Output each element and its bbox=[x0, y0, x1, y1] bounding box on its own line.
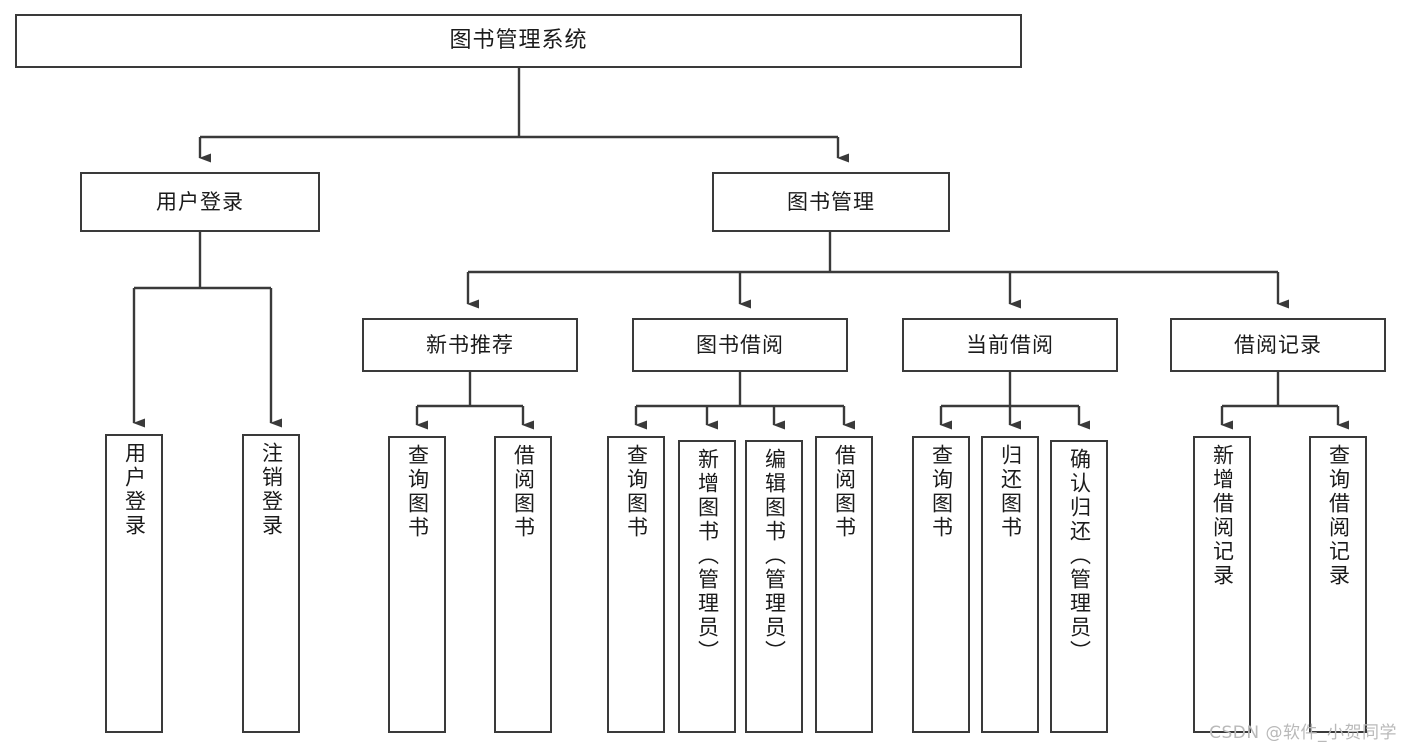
node-user-login[interactable]: 用户登录 bbox=[80, 172, 320, 232]
node-label: 新书推荐 bbox=[426, 332, 514, 357]
node-book-management[interactable]: 图书管理 bbox=[712, 172, 950, 232]
leaf-user-logout[interactable]: 注销登录 bbox=[242, 434, 300, 733]
node-label: 查询借阅记录 bbox=[1326, 444, 1351, 588]
node-label: 用户登录 bbox=[122, 442, 147, 538]
node-current-borrow[interactable]: 当前借阅 bbox=[902, 318, 1118, 372]
node-label: 借阅图书 bbox=[511, 444, 536, 540]
node-label: 图书管理 bbox=[787, 189, 875, 214]
leaf-borrow-book-recommend[interactable]: 借阅图书 bbox=[494, 436, 552, 733]
node-label: 图书借阅 bbox=[696, 332, 784, 357]
node-label: 查询图书 bbox=[624, 444, 649, 540]
node-borrow-records[interactable]: 借阅记录 bbox=[1170, 318, 1386, 372]
node-label: 图书管理系统 bbox=[449, 28, 588, 54]
node-label: 确认归还（管理员） bbox=[1067, 448, 1092, 664]
leaf-confirm-return-admin[interactable]: 确认归还（管理员） bbox=[1050, 440, 1108, 733]
node-label: 借阅图书 bbox=[832, 444, 857, 540]
leaf-borrow-book[interactable]: 借阅图书 bbox=[815, 436, 873, 733]
leaf-add-borrow-record[interactable]: 新增借阅记录 bbox=[1193, 436, 1251, 733]
leaf-edit-book-admin[interactable]: 编辑图书（管理员） bbox=[745, 440, 803, 733]
node-label: 新增图书（管理员） bbox=[695, 448, 720, 664]
node-book-borrow[interactable]: 图书借阅 bbox=[632, 318, 848, 372]
node-root-system[interactable]: 图书管理系统 bbox=[15, 14, 1022, 68]
node-label: 归还图书 bbox=[998, 444, 1023, 540]
node-label: 新增借阅记录 bbox=[1210, 444, 1235, 588]
watermark-text: CSDN @软件_小贺同学 bbox=[1209, 723, 1397, 743]
node-label: 编辑图书（管理员） bbox=[762, 448, 787, 664]
node-new-book-recommend[interactable]: 新书推荐 bbox=[362, 318, 578, 372]
leaf-query-borrow-record[interactable]: 查询借阅记录 bbox=[1309, 436, 1367, 733]
node-label: 用户登录 bbox=[156, 189, 244, 214]
leaf-return-book[interactable]: 归还图书 bbox=[981, 436, 1039, 733]
node-label: 查询图书 bbox=[929, 444, 954, 540]
leaf-add-book-admin[interactable]: 新增图书（管理员） bbox=[678, 440, 736, 733]
node-label: 当前借阅 bbox=[966, 332, 1054, 357]
node-label: 注销登录 bbox=[259, 442, 284, 538]
leaf-query-book-borrow[interactable]: 查询图书 bbox=[607, 436, 665, 733]
leaf-query-book-current[interactable]: 查询图书 bbox=[912, 436, 970, 733]
node-label: 查询图书 bbox=[405, 444, 430, 540]
leaf-query-book-recommend[interactable]: 查询图书 bbox=[388, 436, 446, 733]
node-label: 借阅记录 bbox=[1234, 332, 1322, 357]
leaf-user-login[interactable]: 用户登录 bbox=[105, 434, 163, 733]
